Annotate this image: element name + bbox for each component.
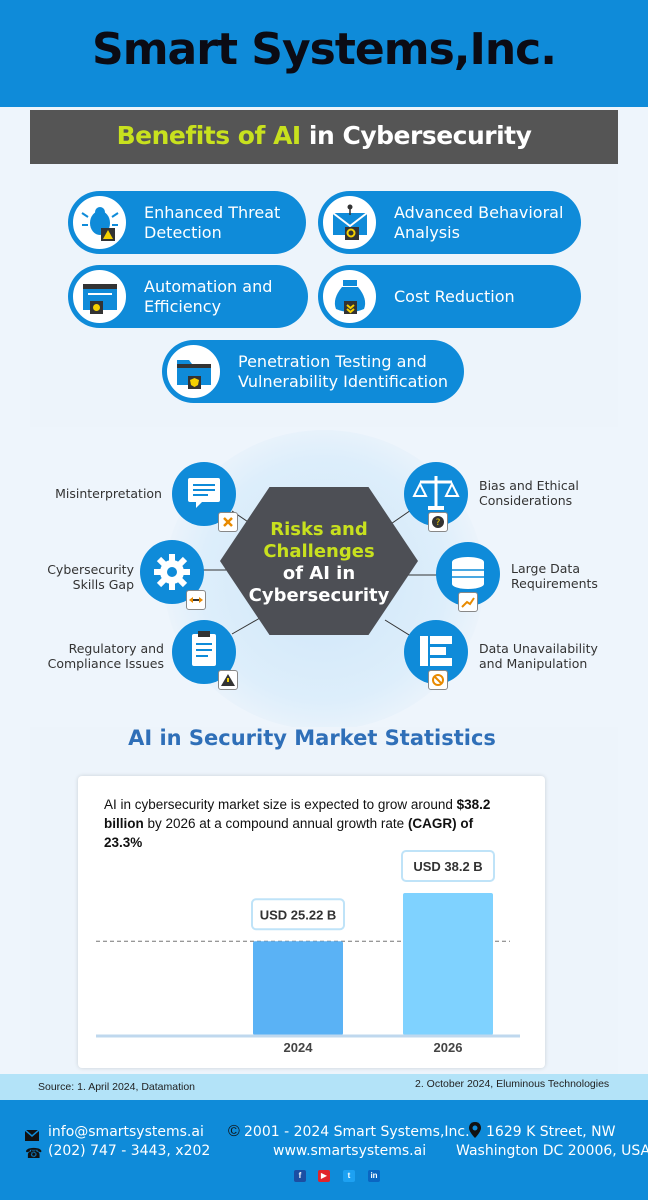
facebook-icon[interactable]: f xyxy=(294,1170,306,1182)
benefit-behavioral-analysis: Advanced Behavioral Analysis xyxy=(318,191,581,254)
bar-2024 xyxy=(253,941,343,1035)
benefit-label: Enhanced Threat Detection xyxy=(144,202,281,242)
risks-title-line-4: Cybersecurity xyxy=(248,585,390,606)
benefit-label: Cost Reduction xyxy=(394,286,515,306)
benefit-label: Advanced Behavioral Analysis xyxy=(394,202,564,242)
stats-title: AI in Security Market Statistics xyxy=(128,726,496,750)
bar-layout-icon xyxy=(404,620,468,690)
risk-label-bias: Bias and Ethical Considerations xyxy=(479,478,579,508)
benefit-penetration-testing: Penetration Testing and Vulnerability Id… xyxy=(162,340,464,403)
benefits-title-rest: in Cybersecurity xyxy=(300,121,532,150)
bar-2026 xyxy=(403,893,493,1035)
footer-website[interactable]: www.smartsystems.ai xyxy=(273,1143,427,1159)
youtube-icon[interactable]: ▶ xyxy=(318,1170,330,1182)
x-mark-icon xyxy=(218,512,238,532)
source-1: Source: 1. April 2024, Datamation xyxy=(38,1081,196,1093)
footer xyxy=(0,1100,648,1200)
location-pin-icon xyxy=(469,1122,481,1143)
message-icon xyxy=(172,462,238,532)
arrows-icon xyxy=(186,590,206,610)
stats-desc-part-1: AI in cybersecurity market size is expec… xyxy=(104,797,457,812)
mail-icon xyxy=(24,1128,40,1146)
database-icon xyxy=(436,542,500,612)
risk-label-data-unavailability: Data Unavailability and Manipulation xyxy=(479,641,598,671)
benefits-title-highlight: Benefits of AI xyxy=(116,121,302,150)
company-title: Smart Systems,Inc. xyxy=(92,24,557,75)
risk-label-skills-gap: Cybersecurity Skills Gap xyxy=(47,562,134,592)
copyright-icon: © xyxy=(228,1123,240,1140)
stats-desc-part-4: (CAGR) of 23.3% xyxy=(104,816,474,850)
source-2: 2. October 2024, Eluminous Technologies xyxy=(415,1078,610,1090)
data-label-box-2024 xyxy=(251,898,345,931)
data-label-2026: USD 38.2 B xyxy=(413,859,482,874)
phone-icon: ☎ xyxy=(25,1145,43,1161)
money-bag-icon xyxy=(321,268,378,325)
footer-phone[interactable]: (202) 747 - 3443, x202 xyxy=(48,1143,211,1159)
browser-gear-icon xyxy=(71,268,128,325)
benefits-heading: Benefits of AI in Cybersecurity xyxy=(30,121,618,150)
benefit-cost-reduction: Cost Reduction xyxy=(318,265,581,328)
benefit-threat-detection: Enhanced Threat Detection xyxy=(68,191,306,254)
risks-center-title: Risks and Challenges of AI in Cybersecur… xyxy=(236,519,402,607)
risk-label-regulatory: Regulatory and Compliance Issues xyxy=(47,641,164,671)
benefit-automation: Automation and Efficiency xyxy=(68,265,308,328)
scales-icon: ? xyxy=(404,462,468,532)
twitter-icon[interactable]: t xyxy=(343,1170,355,1182)
benefit-label: Automation and Efficiency xyxy=(144,276,273,316)
risk-label-misinterpretation: Misinterpretation xyxy=(55,486,162,501)
risk-label-large-data: Large Data Requirements xyxy=(511,561,598,591)
svg-text:?: ? xyxy=(436,518,441,528)
warning-icon xyxy=(218,670,238,690)
stats-description: AI in cybersecurity market size is expec… xyxy=(104,795,504,852)
stats-desc-part-2: $38.2 billion xyxy=(104,797,491,831)
benefits-banner xyxy=(30,110,618,164)
question-icon: ? xyxy=(428,512,448,532)
footer-address-2: Washington DC 20006, USA xyxy=(456,1143,648,1159)
bug-alert-icon xyxy=(71,194,128,251)
block-icon xyxy=(428,670,448,690)
mail-search-icon xyxy=(321,194,378,251)
risks-title-line-2: Challenges xyxy=(263,541,375,562)
source-bar xyxy=(0,1074,648,1100)
clipboard-icon xyxy=(172,620,238,690)
footer-copyright: 2001 - 2024 Smart Systems,Inc. xyxy=(244,1124,470,1140)
data-label-box-2026 xyxy=(401,850,495,882)
market-chart: USD 25.22 B 2024 USD 38.2 B 2026 xyxy=(96,850,520,1055)
benefit-label: Penetration Testing and Vulnerability Id… xyxy=(238,351,449,391)
folder-shield-icon xyxy=(165,343,222,400)
footer-email[interactable]: info@smartsystems.ai xyxy=(48,1124,204,1140)
risks-title-line-1: Risks and xyxy=(270,519,368,540)
trend-up-icon xyxy=(458,592,478,612)
stats-desc-part-3: by 2026 at a compound annual growth rate xyxy=(143,816,408,831)
header-bar xyxy=(0,0,648,107)
footer-address-1: 1629 K Street, NW xyxy=(486,1124,616,1140)
category-label-2026: 2026 xyxy=(434,1040,463,1055)
data-label-2024: USD 25.22 B xyxy=(260,907,337,922)
risks-title-line-3: of AI in xyxy=(282,563,356,584)
category-label-2024: 2024 xyxy=(284,1040,314,1055)
gear-icon xyxy=(140,540,206,610)
linkedin-icon[interactable]: in xyxy=(368,1170,380,1182)
